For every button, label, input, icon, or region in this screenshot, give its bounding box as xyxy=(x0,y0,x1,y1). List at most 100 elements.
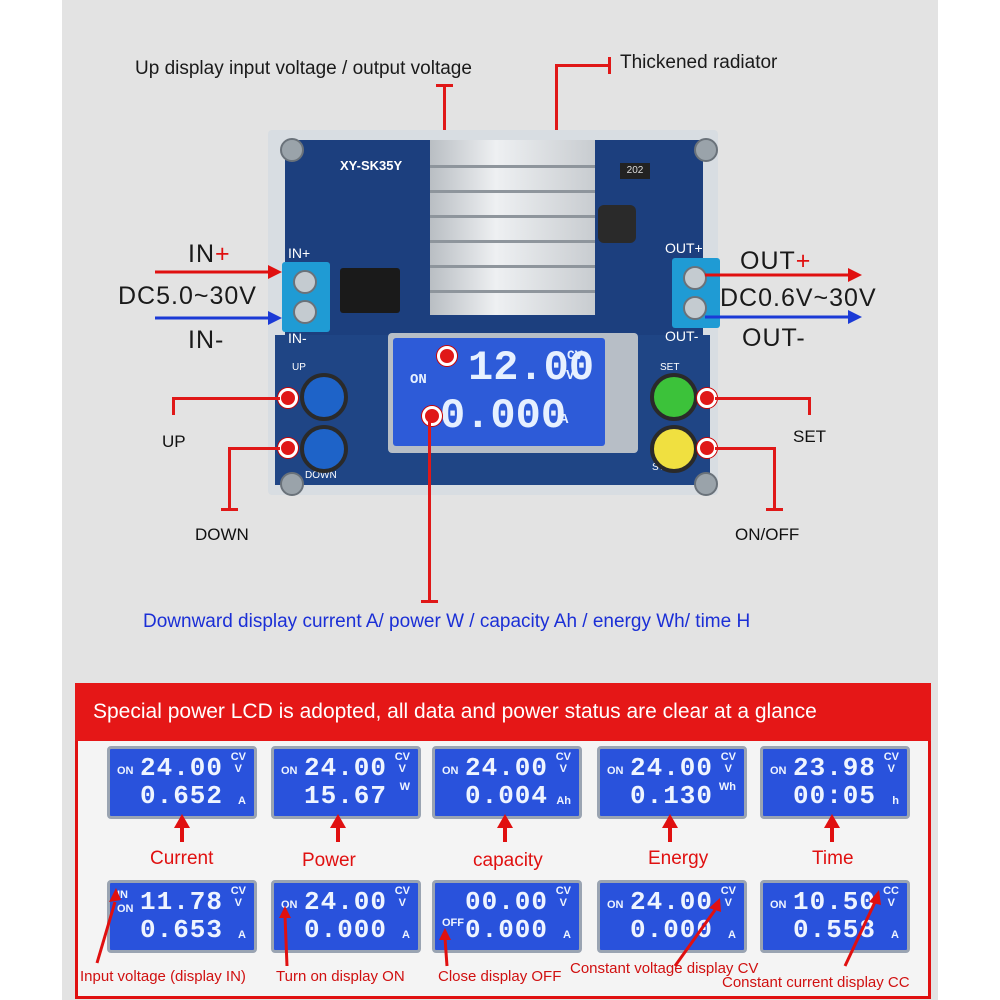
lcd-a-unit: A xyxy=(560,412,569,428)
top-display-label: Up display input voltage / output voltag… xyxy=(135,58,472,79)
corner-screw-icon xyxy=(694,472,718,496)
output-plus-arrowhead xyxy=(848,268,862,282)
onoff-button[interactable] xyxy=(650,425,698,473)
banner-header xyxy=(75,683,931,741)
up-leader xyxy=(175,397,280,400)
banner-title: Special power LCD is adopted, all data a… xyxy=(93,700,817,723)
onoff-leader xyxy=(715,447,775,450)
pointer-cv-head xyxy=(709,898,721,912)
caption-input-voltage: Input voltage (display IN) xyxy=(80,968,246,985)
up-arrow-icon xyxy=(824,814,840,828)
up-label: UP xyxy=(162,432,186,451)
lcd-current-readout: 0.000 xyxy=(440,392,567,440)
up-arrow-icon xyxy=(174,814,190,828)
silk-in-plus: IN+ xyxy=(288,245,311,261)
down-dot xyxy=(278,438,298,458)
caption-capacity: capacity xyxy=(473,850,543,871)
caption-constant-current: Constant current display CC xyxy=(722,974,910,991)
in-range-label: DC5.0~30V xyxy=(118,282,257,310)
top-display-dot xyxy=(437,346,457,366)
silk-in-minus: IN- xyxy=(288,330,307,346)
mosfet-chip xyxy=(340,268,400,313)
pointer-on-head xyxy=(279,906,291,918)
set-button[interactable] xyxy=(650,373,698,421)
resistor-chip: 202 xyxy=(620,163,650,179)
silk-set: SET xyxy=(660,362,680,373)
out-range-label: DC0.6V~30V xyxy=(720,284,877,312)
set-dot xyxy=(697,388,717,408)
radiator-leader-cap xyxy=(608,57,611,74)
onoff-label: ON/OFF xyxy=(735,525,800,544)
top-display-leader-cap xyxy=(436,84,453,87)
pointer-cc xyxy=(843,901,877,967)
input-minus-arrowhead xyxy=(268,311,282,325)
pointer-off xyxy=(443,937,449,967)
down-leader xyxy=(228,447,280,450)
set-label: SET xyxy=(793,427,827,446)
corner-screw-icon xyxy=(280,472,304,496)
input-arrows xyxy=(155,265,282,325)
pointer-in-head xyxy=(109,888,121,902)
silk-out-plus: OUT+ xyxy=(665,240,703,256)
terminal-screw-icon xyxy=(293,270,317,294)
terminal-screw-icon xyxy=(683,266,707,290)
output-arrows xyxy=(705,268,862,324)
radiator-leader-v xyxy=(555,64,558,149)
up-button[interactable] xyxy=(300,373,348,421)
pointer-in xyxy=(95,901,117,964)
bottom-display-leader xyxy=(428,420,431,602)
caption-current: Current xyxy=(150,848,214,869)
terminal-screw-icon xyxy=(683,296,707,320)
up-arrow-icon xyxy=(662,814,678,828)
radiator-label: Thickened radiator xyxy=(620,52,778,73)
caption-close: Close display OFF xyxy=(438,968,562,985)
up-arrow-icon xyxy=(497,814,513,828)
pointer-cv xyxy=(673,909,717,967)
radiator-leader-h xyxy=(555,64,610,67)
pointer-on xyxy=(283,915,289,967)
caption-power: Power xyxy=(302,850,356,871)
up-dot xyxy=(278,388,298,408)
caption-energy: Energy xyxy=(648,848,709,869)
pointer-off-head xyxy=(439,928,451,940)
caption-constant-voltage: Constant voltage display CV xyxy=(570,960,759,977)
output-minus-arrowhead xyxy=(848,310,862,324)
in-plus-label: IN+ xyxy=(188,240,231,268)
pointer-cc-head xyxy=(869,890,881,905)
inductor xyxy=(598,205,636,243)
input-plus-arrowhead xyxy=(268,265,282,279)
out-plus-label: OUT+ xyxy=(740,247,812,275)
silk-out-minus: OUT- xyxy=(665,328,699,344)
in-minus-label: IN- xyxy=(188,326,225,354)
down-label: DOWN xyxy=(195,525,249,544)
caption-time: Time xyxy=(812,848,854,869)
lcd-v-unit: V xyxy=(566,368,575,384)
heatsink xyxy=(430,140,595,315)
lcd-on-indicator: ON xyxy=(410,372,427,388)
silk-down: DOWN xyxy=(305,470,337,481)
down-button[interactable] xyxy=(300,425,348,473)
terminal-screw-icon xyxy=(293,300,317,324)
set-leader xyxy=(715,397,810,400)
out-minus-label: OUT- xyxy=(742,324,806,352)
board-model: XY-SK35Y xyxy=(340,158,403,173)
onoff-dot xyxy=(697,438,717,458)
corner-screw-icon xyxy=(280,138,304,162)
silk-up: UP xyxy=(292,362,306,373)
bottom-display-dot xyxy=(422,406,442,426)
row2-pointers xyxy=(95,888,881,967)
bottom-display-label: Downward display current A/ power W / ca… xyxy=(143,611,751,632)
up-arrow-icon xyxy=(330,814,346,828)
caption-turn-on: Turn on display ON xyxy=(276,968,405,985)
lcd-cv-indicator: CV xyxy=(567,348,583,363)
